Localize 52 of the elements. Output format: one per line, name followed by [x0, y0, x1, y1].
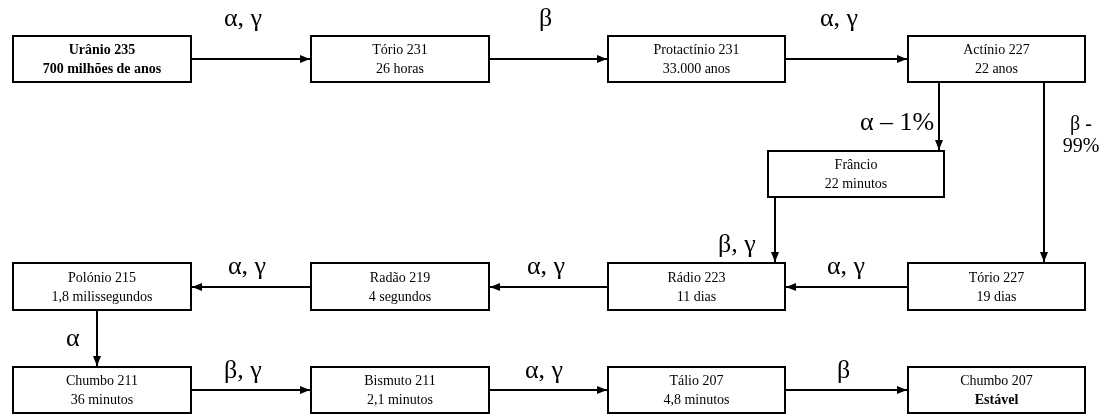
isotope-name: Tálio 207 [669, 372, 724, 390]
isotope-box [907, 35, 1086, 83]
half-life-text: 26 horas [376, 60, 424, 78]
isotope-box [607, 262, 786, 311]
isotope-name: Chumbo 207 [960, 372, 1033, 390]
half-life-text: 33.000 anos [662, 60, 731, 78]
half-life-text: 700 milhões de anos [42, 60, 162, 78]
half-life-text: 22 minutos [824, 175, 888, 193]
half-life-text: 36 minutos [70, 391, 134, 409]
isotope-name: Chumbo 211 [65, 372, 139, 390]
isotope-name: Bismuto 211 [364, 372, 436, 390]
isotope-name: Radão 219 [369, 268, 431, 287]
decay-arrow [1040, 82, 1048, 263]
isotope-box [12, 366, 192, 414]
decay-arrow [489, 55, 608, 63]
isotope-box [767, 150, 945, 198]
half-life-text: 19 dias [976, 287, 1017, 306]
isotope-name: Tório 231 [372, 41, 428, 59]
isotope-name: Tório 227 [968, 268, 1025, 287]
isotope-box [310, 262, 490, 311]
isotope-box [907, 262, 1086, 311]
decay-arrow [191, 386, 311, 394]
isotope-name: Urânio 235 [68, 41, 136, 59]
isotope-name: Polónio 215 [67, 268, 137, 287]
decay-arrow [489, 386, 608, 394]
isotope-box [607, 366, 786, 414]
isotope-box [907, 366, 1086, 414]
decay-arrow [191, 55, 311, 63]
decay-arrow [191, 283, 311, 291]
half-life-text: Estável [974, 391, 1019, 409]
decay-arrow [93, 310, 101, 367]
isotope-box [310, 35, 490, 83]
decay-arrow [785, 55, 908, 63]
half-life-text: 4 segundos [368, 287, 432, 306]
half-life-text: 4,8 minutos [663, 391, 730, 409]
isotope-box [310, 366, 490, 414]
isotope-box [607, 35, 786, 83]
isotope-name: Frâncio [834, 156, 878, 174]
half-life-text: 22 anos [974, 60, 1019, 78]
half-life-text: 1,8 milissegundos [51, 287, 153, 306]
decay-arrow [489, 283, 608, 291]
isotope-box [12, 262, 192, 311]
isotope-name: Actínio 227 [963, 41, 1030, 59]
half-life-text: 2,1 minutos [366, 391, 434, 409]
isotope-box [12, 35, 192, 83]
isotope-name: Rádio 223 [667, 268, 726, 287]
decay-arrow [785, 386, 908, 394]
half-life-text: 11 dias [676, 287, 717, 306]
isotope-name: Protactínio 231 [653, 41, 740, 59]
decay-arrow [785, 283, 908, 291]
decay-arrow [935, 82, 943, 151]
decay-arrow [771, 197, 779, 263]
